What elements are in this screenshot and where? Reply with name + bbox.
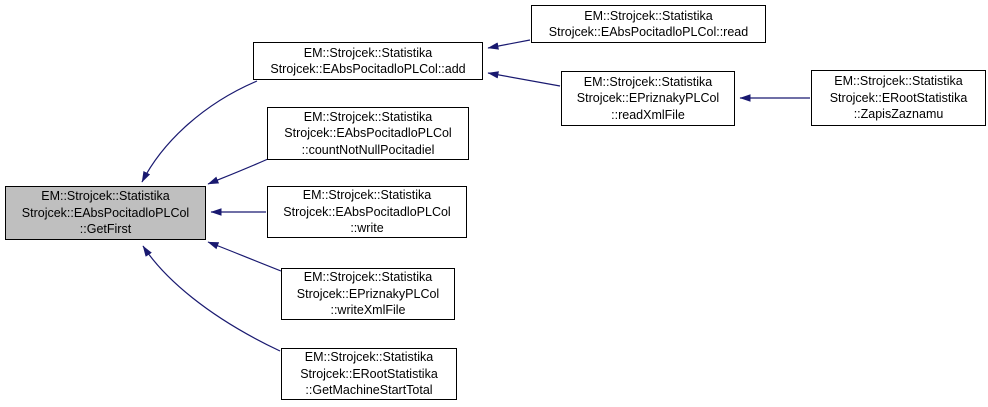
edge-read-to-add <box>487 39 531 50</box>
node-label-line: EM::Strojcek::Statistika <box>834 74 963 89</box>
node-write[interactable]: EM::Strojcek::Statistika Strojcek::EAbsP… <box>267 186 467 238</box>
node-writexmlfile[interactable]: EM::Strojcek::Statistika Strojcek::EPriz… <box>281 268 455 320</box>
node-countnotnullpocitadiel[interactable]: EM::Strojcek::Statistika Strojcek::EAbsP… <box>267 107 469 160</box>
node-label-line: Strojcek::ERootStatistika <box>829 90 968 105</box>
node-label-line: EM::Strojcek::Statistika <box>584 8 713 23</box>
node-label-line: EM::Strojcek::Statistika <box>304 350 434 365</box>
node-label-line: EM::Strojcek::Statistika <box>303 109 433 124</box>
node-label-line: ::GetMachineStartTotal <box>305 383 433 398</box>
node-label-line: ::writeXmlFile <box>330 303 406 318</box>
node-label-line: Strojcek::ERootStatistika <box>300 366 438 381</box>
edge-readxmlfile-to-add <box>487 71 561 87</box>
node-label-line: EM::Strojcek::Statistika <box>303 45 433 60</box>
node-label-line: EM::Strojcek::Statistika <box>302 188 432 203</box>
node-read[interactable]: EM::Strojcek::Statistika Strojcek::EAbsP… <box>531 5 766 43</box>
node-label-line: EM::Strojcek::Statistika <box>303 270 433 285</box>
edge-add-to-getfirst <box>141 80 258 183</box>
node-label-line: ::GetFirst <box>79 222 132 237</box>
edge-getmachinestarttotal-to-getfirst <box>142 245 281 352</box>
node-getfirst: EM::Strojcek::Statistika Strojcek::EAbsP… <box>5 186 206 240</box>
node-label-line: Strojcek::EPriznakyPLCol <box>576 91 720 106</box>
node-getmachinestarttotal[interactable]: EM::Strojcek::Statistika Strojcek::ERoot… <box>281 348 457 400</box>
node-label-line: Strojcek::EAbsPocitadloPLCol <box>21 205 190 220</box>
node-label-line: ::ZapisZaznamu <box>853 107 944 122</box>
node-label-line: EM::Strojcek::Statistika <box>583 74 713 89</box>
node-label-line: Strojcek::EAbsPocitadloPLCol::read <box>548 25 749 39</box>
node-readxmlfile[interactable]: EM::Strojcek::Statistika Strojcek::EPriz… <box>561 71 735 126</box>
node-label-line: ::write <box>350 221 384 236</box>
node-label-line: Strojcek::EAbsPocitadloPLCol <box>284 126 452 141</box>
edge-writexmlfile-to-getfirst <box>207 241 282 272</box>
node-label-line: ::countNotNullPocitadiel <box>301 142 435 157</box>
edge-countnotnullpocitadiel-to-getfirst <box>207 158 269 185</box>
node-label-line: Strojcek::EPriznakyPLCol <box>296 286 440 301</box>
node-add[interactable]: EM::Strojcek::Statistika Strojcek::EAbsP… <box>253 42 483 80</box>
node-label-line: Strojcek::EAbsPocitadloPLCol::add <box>270 62 466 76</box>
node-zapiszaznamu[interactable]: EM::Strojcek::Statistika Strojcek::ERoot… <box>811 70 986 126</box>
node-label-line: ::readXmlFile <box>611 107 685 122</box>
node-label-line: EM::Strojcek::Statistika <box>41 189 170 204</box>
node-label-line: Strojcek::EAbsPocitadloPLCol <box>283 204 451 219</box>
